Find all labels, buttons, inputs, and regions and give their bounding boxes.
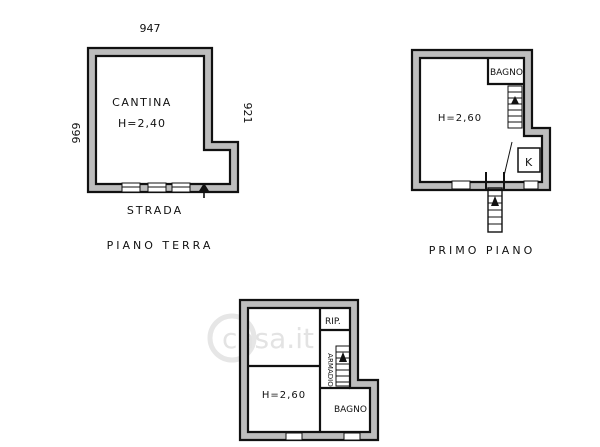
second-floor-plan: RIP. ARMADIO BAGNO H=2,60 [238,298,380,442]
second-stair [335,345,351,387]
ground-dim-right: 921 [241,103,254,124]
ground-floor-plan: 947 969 921 CANTINA H=2,40 STRADA PIANO … [70,22,254,252]
second-closet-label: ARMADIO [326,353,334,387]
second-bath-label: BAGNO [334,405,367,415]
second-room-height: H=2,60 [262,390,306,401]
watermark: casa.it [207,313,314,363]
first-floor-title: PRIMO PIANO [429,244,535,257]
ground-floor-title: PIANO TERRA [107,239,214,252]
ground-street-label: STRADA [127,204,183,217]
first-kitchen-label: K [525,156,533,169]
first-inner-stair [507,85,523,129]
ground-dim-left: 969 [70,123,83,144]
second-storage-label: RIP. [325,317,341,327]
first-bath-label: BAGNO [490,68,523,78]
ground-windows [121,182,191,193]
first-room-height: H=2,60 [438,113,482,124]
ground-dim-top: 947 [140,22,161,35]
watermark-text: casa.it [222,322,314,355]
first-floor-plan: BAGNO K H=2,6 [410,48,552,257]
first-entry-stair [485,172,505,233]
ground-room-label: CANTINA [112,96,172,109]
entrance-arrow [199,183,209,198]
ground-room-height: H=2,40 [118,117,166,130]
